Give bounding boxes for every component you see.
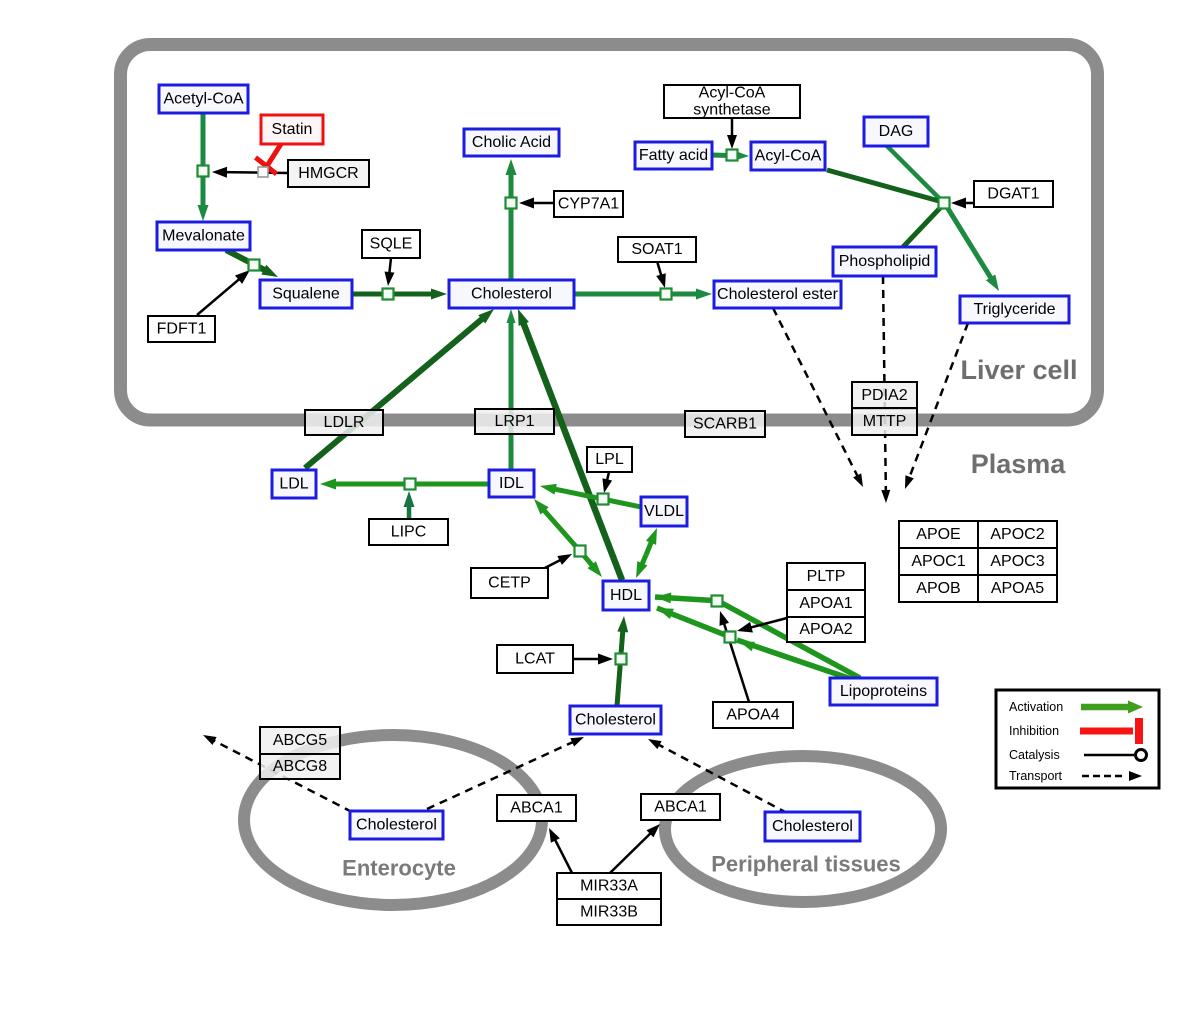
svg-text:Catalysis: Catalysis: [1009, 748, 1060, 762]
svg-text:LPL: LPL: [595, 451, 624, 468]
svg-text:LDL: LDL: [279, 476, 308, 493]
svg-text:APOB: APOB: [916, 580, 960, 597]
svg-text:ABCA1: ABCA1: [654, 799, 707, 816]
svg-text:Cholesterol: Cholesterol: [356, 817, 437, 834]
svg-text:Cholesterol: Cholesterol: [471, 286, 552, 303]
svg-text:Triglyceride: Triglyceride: [973, 301, 1055, 318]
svg-text:HDL: HDL: [610, 587, 642, 604]
svg-text:LCAT: LCAT: [515, 651, 555, 668]
svg-text:Activation: Activation: [1009, 700, 1063, 714]
svg-text:APOA4: APOA4: [726, 707, 779, 724]
svg-text:CYP7A1: CYP7A1: [558, 196, 619, 213]
svg-text:ABCA1: ABCA1: [510, 800, 563, 817]
svg-text:PLTP: PLTP: [807, 568, 846, 585]
svg-text:synthetase: synthetase: [693, 102, 770, 119]
svg-text:Statin: Statin: [272, 121, 313, 138]
svg-text:APOC1: APOC1: [911, 553, 965, 570]
svg-text:SCARB1: SCARB1: [693, 416, 757, 433]
svg-text:MIR33A: MIR33A: [580, 878, 638, 895]
svg-text:LIPC: LIPC: [391, 524, 427, 541]
svg-text:Plasma: Plasma: [971, 449, 1067, 479]
svg-text:APOA1: APOA1: [799, 595, 852, 612]
svg-text:FDFT1: FDFT1: [157, 321, 207, 338]
svg-text:IDL: IDL: [499, 475, 524, 492]
svg-text:Inhibition: Inhibition: [1009, 724, 1059, 738]
svg-text:LRP1: LRP1: [494, 413, 534, 430]
svg-text:SQLE: SQLE: [370, 236, 413, 253]
svg-text:Acetyl-CoA: Acetyl-CoA: [163, 91, 243, 108]
svg-text:Fatty acid: Fatty acid: [639, 147, 708, 164]
svg-text:DAG: DAG: [879, 123, 914, 140]
svg-text:Mevalonate: Mevalonate: [162, 228, 245, 245]
svg-text:Cholesterol: Cholesterol: [575, 712, 656, 729]
svg-text:Lipoproteins: Lipoproteins: [840, 683, 927, 700]
svg-text:Acyl-CoA: Acyl-CoA: [699, 85, 766, 102]
svg-text:ABCG5: ABCG5: [273, 732, 327, 749]
svg-text:Enterocyte: Enterocyte: [342, 856, 456, 881]
svg-text:LDLR: LDLR: [324, 414, 365, 431]
svg-text:Cholesterol ester: Cholesterol ester: [717, 286, 839, 303]
svg-text:Squalene: Squalene: [272, 286, 340, 303]
svg-text:MIR33B: MIR33B: [580, 904, 638, 921]
svg-text:APOA5: APOA5: [991, 580, 1044, 597]
svg-text:VLDL: VLDL: [644, 503, 684, 520]
svg-text:DGAT1: DGAT1: [987, 186, 1039, 203]
svg-text:Transport: Transport: [1009, 769, 1063, 783]
svg-text:APOA2: APOA2: [799, 621, 852, 638]
svg-text:MTTP: MTTP: [863, 413, 907, 430]
svg-text:APOC3: APOC3: [990, 553, 1044, 570]
svg-text:SOAT1: SOAT1: [631, 241, 682, 258]
svg-text:APOC2: APOC2: [990, 526, 1044, 543]
svg-text:Peripheral tissues: Peripheral tissues: [711, 852, 901, 877]
svg-text:Phospholipid: Phospholipid: [839, 253, 931, 270]
svg-text:Liver cell: Liver cell: [960, 355, 1077, 385]
svg-text:Acyl-CoA: Acyl-CoA: [755, 148, 822, 165]
svg-text:APOE: APOE: [916, 526, 960, 543]
svg-text:HMGCR: HMGCR: [298, 165, 358, 182]
svg-text:CETP: CETP: [488, 575, 531, 592]
svg-text:PDIA2: PDIA2: [861, 387, 907, 404]
svg-text:ABCG8: ABCG8: [273, 758, 327, 775]
svg-text:Cholic Acid: Cholic Acid: [472, 134, 551, 151]
svg-text:Cholesterol: Cholesterol: [772, 818, 853, 835]
